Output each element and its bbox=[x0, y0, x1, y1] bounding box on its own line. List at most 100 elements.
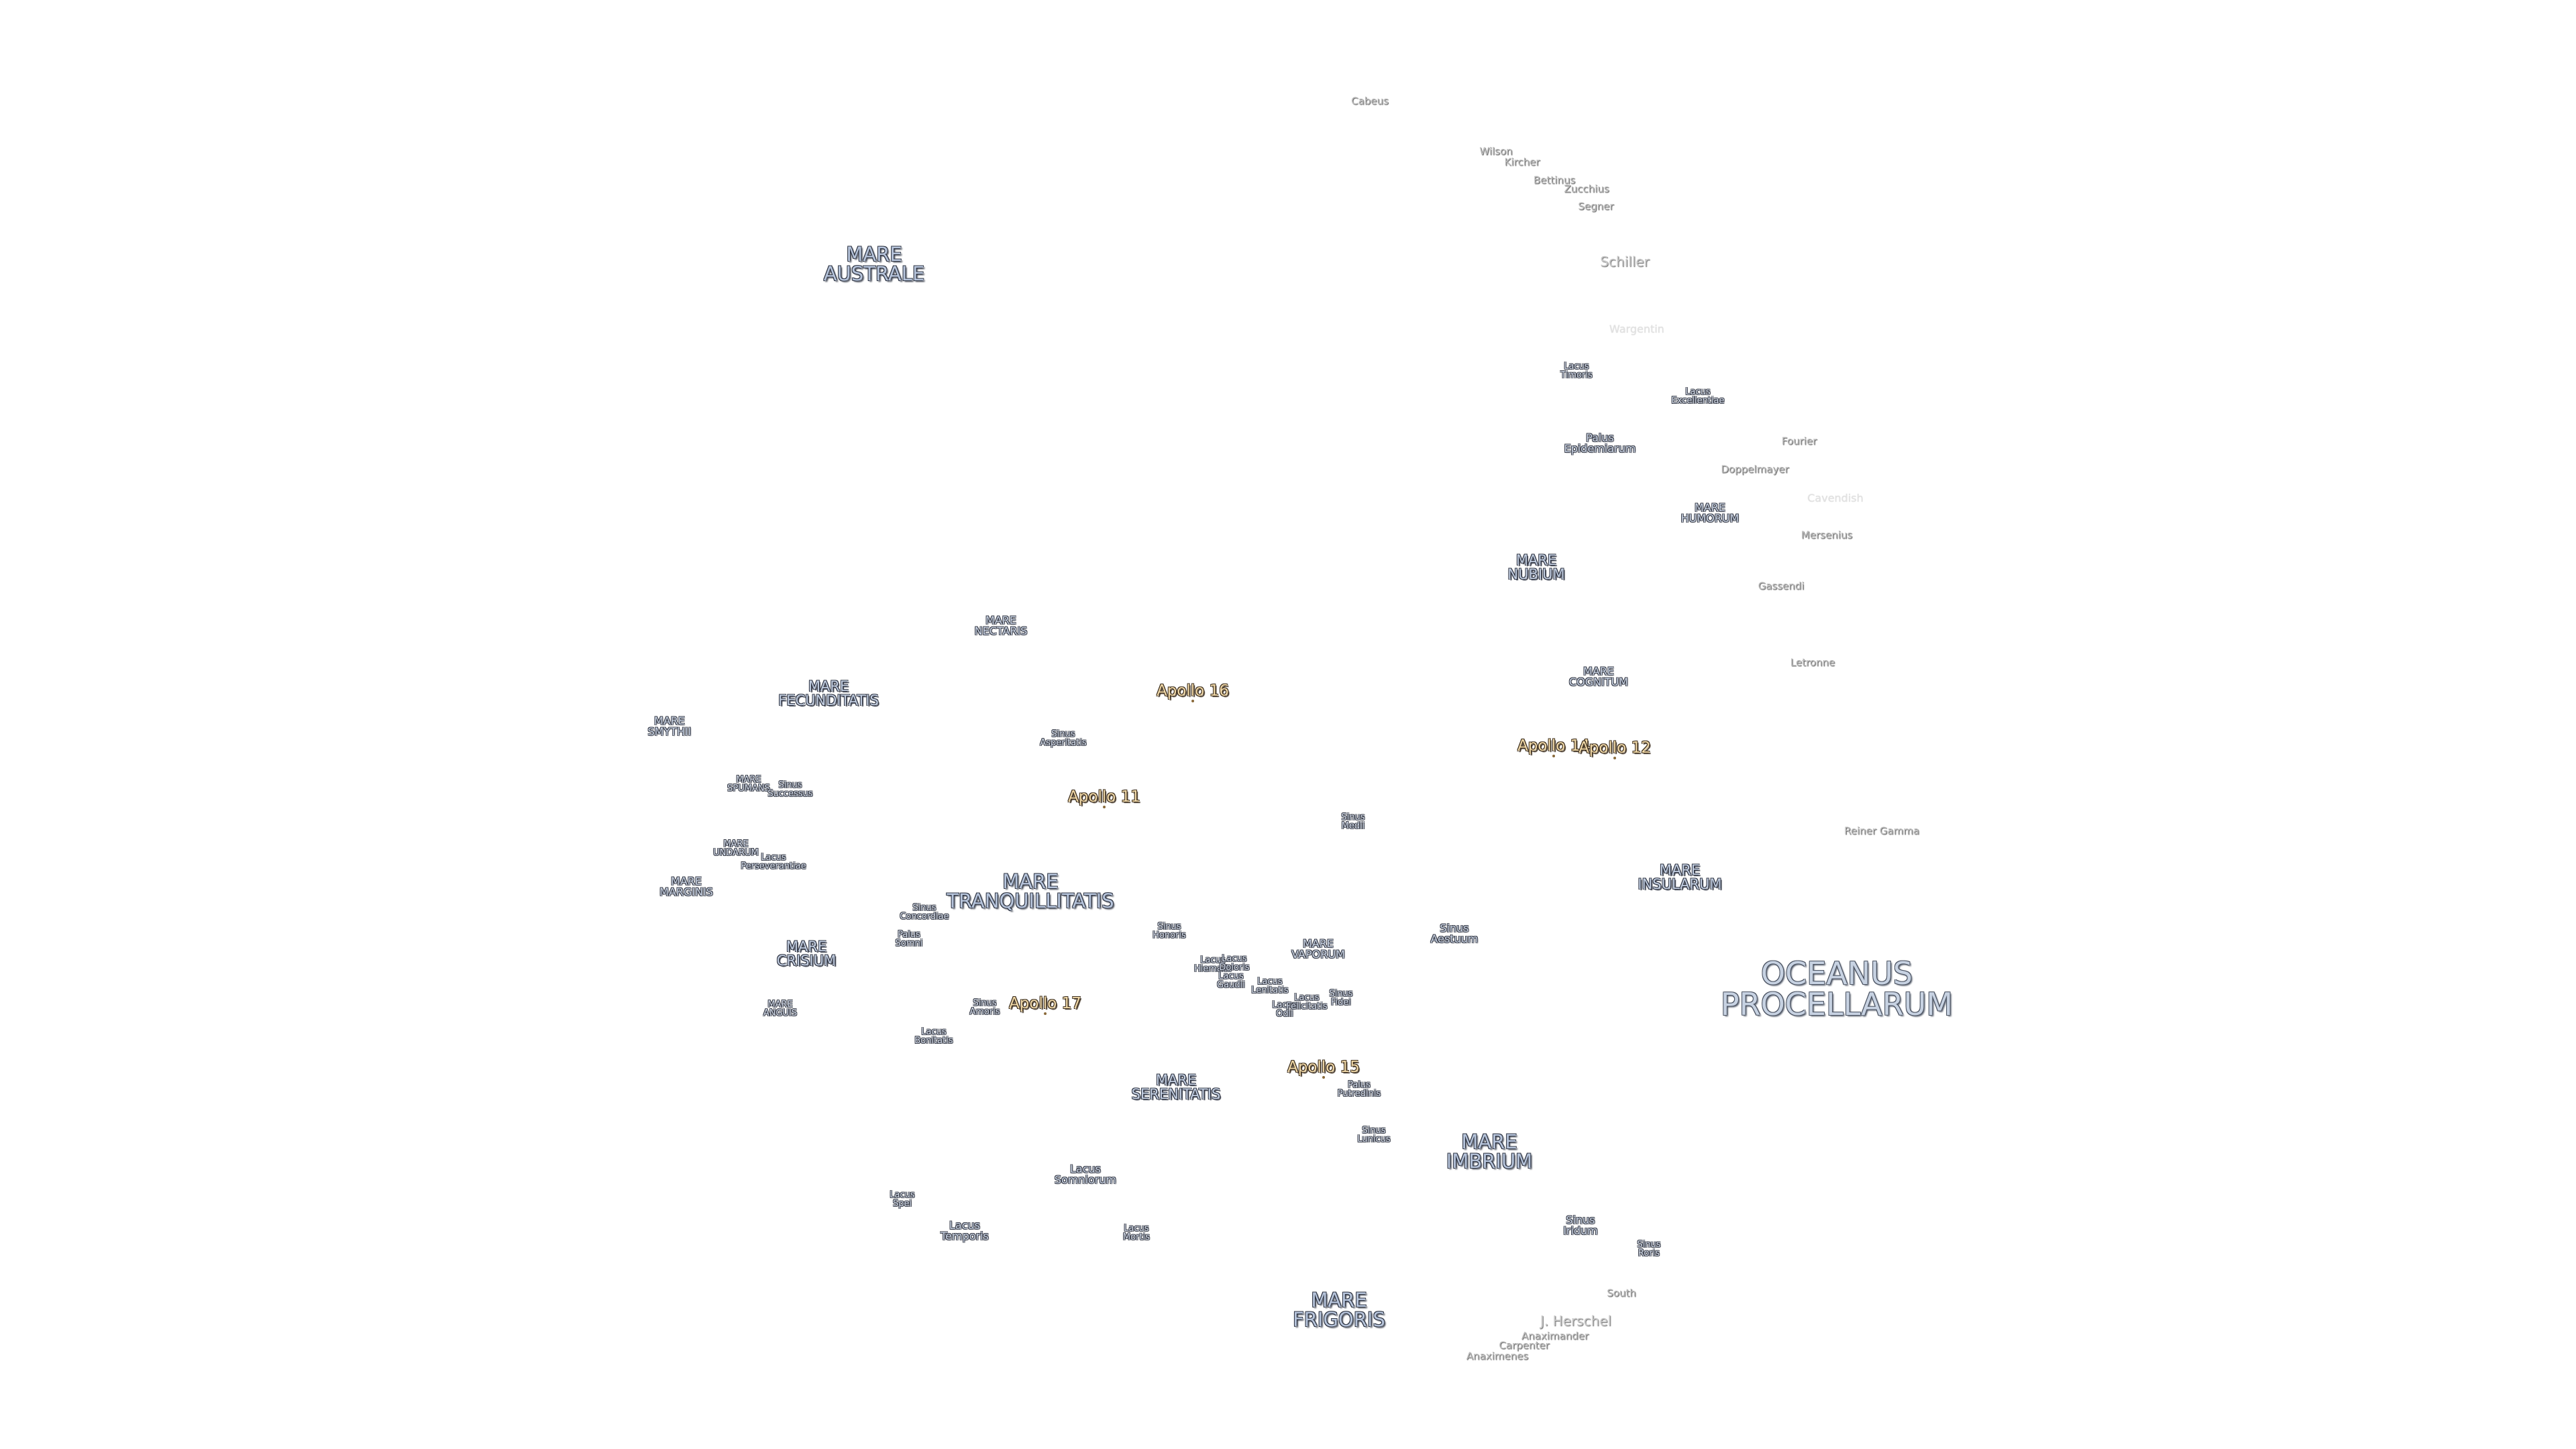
label-line: UNDARUM bbox=[713, 848, 759, 858]
feature-label-bettinus[interactable]: Bettinus bbox=[1534, 175, 1575, 186]
feature-label-segner[interactable]: Segner bbox=[1578, 201, 1613, 212]
label-line: Apollo 14 bbox=[1517, 737, 1590, 755]
label-line: INSULARUM bbox=[1638, 876, 1722, 892]
label-line: Honoris bbox=[1152, 930, 1186, 941]
apollo-site-apollo-15[interactable]: Apollo 15 bbox=[1287, 1060, 1360, 1079]
feature-label-cabeus[interactable]: Cabeus bbox=[1351, 96, 1389, 107]
apollo-site-apollo-17[interactable]: Apollo 17 bbox=[1009, 996, 1081, 1015]
label-line: Amoris bbox=[969, 1007, 1000, 1017]
apollo-site-apollo-12[interactable]: Apollo 12 bbox=[1578, 741, 1651, 759]
feature-label-south[interactable]: South bbox=[1607, 1288, 1636, 1299]
label-line: SERENITATIS bbox=[1131, 1086, 1221, 1102]
apollo-site-apollo-16[interactable]: Apollo 16 bbox=[1157, 684, 1229, 702]
label-line: Lunicus bbox=[1357, 1134, 1391, 1144]
label-line: Temporis bbox=[941, 1230, 989, 1242]
label-line: PROCELLARUM bbox=[1720, 986, 1953, 1022]
feature-label-fourier[interactable]: Fourier bbox=[1782, 436, 1817, 447]
feature-label-schiller[interactable]: Schiller bbox=[1600, 255, 1650, 268]
label-line: COGNITUM bbox=[1568, 676, 1629, 688]
label-line: Spei bbox=[892, 1199, 912, 1209]
label-line: Epidemiarum bbox=[1564, 442, 1636, 455]
label-line: TRANQUILLITATIS bbox=[947, 890, 1114, 912]
label-line: Lacus bbox=[1294, 993, 1320, 1003]
label-line: Iridum bbox=[1563, 1224, 1598, 1237]
label-line: Asperitatis bbox=[1040, 738, 1087, 748]
label-line: Palus bbox=[1586, 431, 1614, 444]
feature-label-doppelmayer[interactable]: Doppelmayer bbox=[1721, 464, 1788, 475]
feature-label-wilson[interactable]: Wilson bbox=[1479, 146, 1512, 157]
feature-label-anaximenes[interactable]: Anaximenes bbox=[1466, 1351, 1528, 1362]
feature-label-letronne[interactable]: Letronne bbox=[1790, 656, 1835, 669]
label-line: Lacus bbox=[1685, 387, 1711, 397]
feature-label-kircher[interactable]: Kircher bbox=[1505, 157, 1540, 168]
label-line: Somniorum bbox=[1054, 1173, 1117, 1186]
feature-label-mersenius[interactable]: Mersenius bbox=[1801, 530, 1852, 541]
feature-label-zucchius[interactable]: Zucchius bbox=[1564, 184, 1609, 195]
feature-label-wargentin[interactable]: Wargentin bbox=[1609, 324, 1664, 335]
feature-label-reiner-gamma[interactable]: Reiner Gamma bbox=[1844, 826, 1919, 837]
feature-label-j-herschel[interactable]: J. Herschel bbox=[1540, 1314, 1611, 1328]
label-line: MARE bbox=[808, 678, 849, 694]
label-line: MARE bbox=[786, 938, 827, 955]
feature-label-cavendish[interactable]: Cavendish bbox=[1807, 493, 1864, 504]
label-line: Apollo 16 bbox=[1157, 682, 1229, 700]
label-line: Roris bbox=[1638, 1248, 1660, 1258]
label-line: Sinus bbox=[1157, 922, 1181, 932]
label-line: Letronne bbox=[1790, 656, 1835, 669]
apollo-site-apollo-11[interactable]: Apollo 11 bbox=[1068, 790, 1140, 808]
feature-label-anaximander[interactable]: Anaximander bbox=[1521, 1331, 1589, 1342]
apollo-site-apollo-14[interactable]: Apollo 14 bbox=[1517, 739, 1590, 757]
label-line: Apollo 11 bbox=[1068, 788, 1140, 806]
feature-label-gassendi[interactable]: Gassendi bbox=[1758, 581, 1805, 592]
label-line: Mortis bbox=[1123, 1232, 1150, 1242]
feature-label-carpenter[interactable]: Carpenter bbox=[1499, 1340, 1549, 1351]
